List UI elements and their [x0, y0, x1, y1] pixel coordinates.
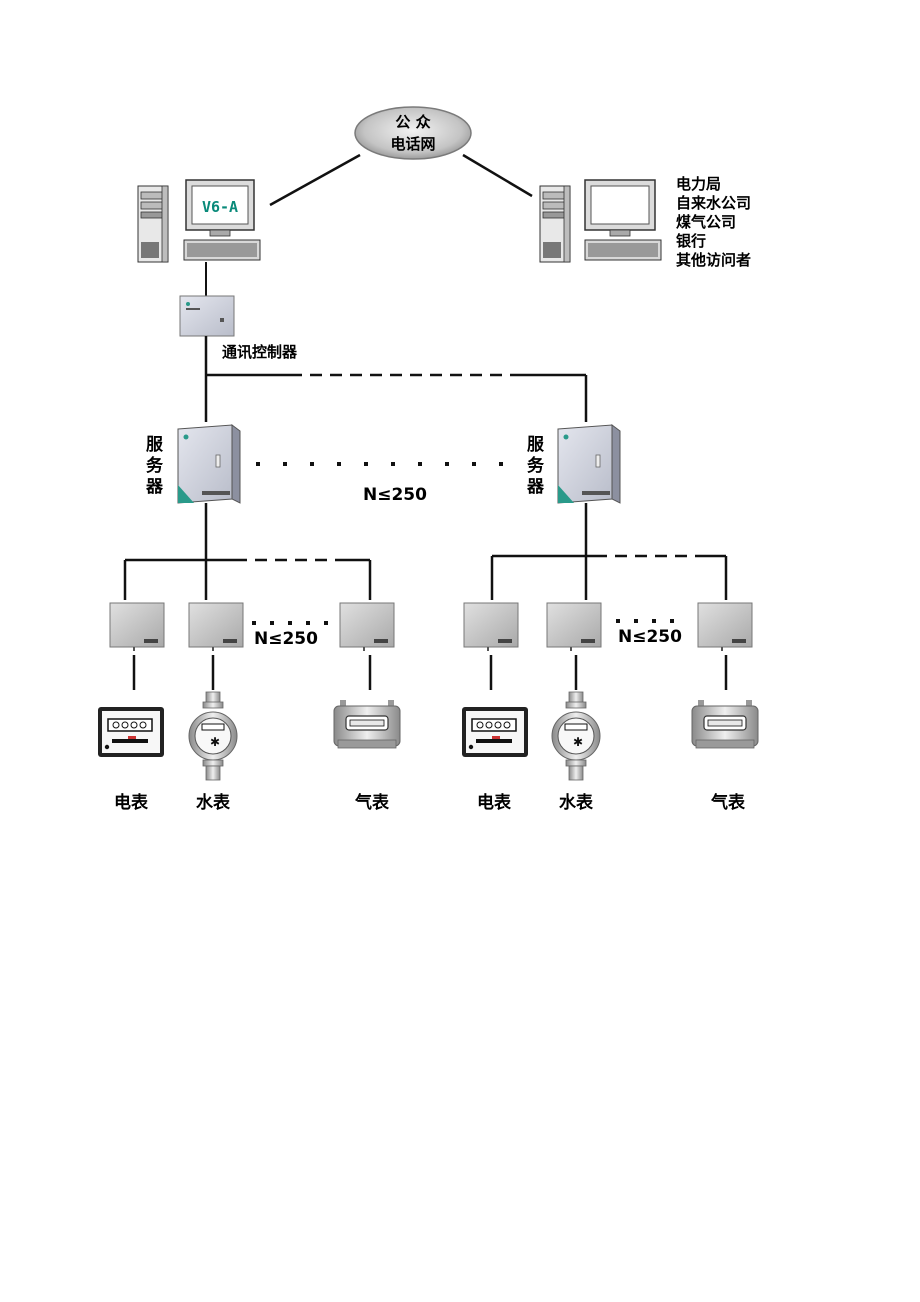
remote-pc [539, 179, 662, 263]
remote-user: 电力局 [676, 175, 721, 193]
monitor-screen-text: V6-A [202, 198, 238, 216]
remote-user: 其他访问者 [676, 251, 751, 269]
meter-labels-left: 电表 水表 气表 [114, 792, 390, 813]
gas-meter [333, 699, 401, 749]
server-label-char: 务 [146, 455, 164, 476]
collector-count-label-left: N≤250 [254, 629, 318, 649]
server-left-label: 服 务 器 [145, 435, 164, 497]
meter-labels-right: 电表 水表 气表 [477, 792, 746, 813]
controller-label: 通讯控制器 [222, 343, 298, 361]
server-count-label: N≤250 [363, 485, 427, 505]
server-label-char: 服 [146, 435, 164, 455]
network-links [269, 153, 533, 207]
electric-meter [461, 706, 529, 758]
meter-label: 电表 [477, 792, 512, 813]
collector-box [339, 602, 395, 652]
network-label-line2: 电话网 [390, 135, 435, 153]
server-right [557, 424, 621, 504]
meter-links [132, 655, 728, 690]
remote-users-list: 电力局 自来水公司 煤气公司 银行 其他访问者 [676, 175, 751, 269]
server-label-char: 器 [526, 477, 545, 497]
meter-label: 气表 [354, 792, 390, 813]
right-collector-bus [490, 503, 728, 600]
server-ellipsis [256, 462, 503, 466]
collector-box [546, 602, 602, 652]
collector-ellipsis-right [616, 619, 674, 623]
collector-box [109, 602, 165, 652]
collector-count-label-right: N≤250 [618, 627, 682, 647]
water-meter [188, 691, 238, 781]
remote-user: 银行 [676, 232, 706, 250]
server-label-char: 务 [527, 455, 545, 476]
server-right-label: 服 务 器 [526, 435, 545, 497]
collector-box [463, 602, 519, 652]
gas-meter [691, 699, 759, 749]
meter-label: 气表 [710, 792, 746, 813]
meter-label: 水表 [559, 792, 594, 813]
collector-ellipsis-left [252, 621, 328, 625]
meter-label: 电表 [114, 792, 149, 813]
meter-label: 水表 [196, 792, 231, 813]
water-meter [551, 691, 601, 781]
public-phone-network: 公 众 电话网 [354, 106, 472, 160]
electric-meter [97, 706, 165, 758]
remote-user: 煤气公司 [676, 213, 736, 231]
comm-controller [179, 295, 235, 337]
local-pc: V6-A [137, 179, 261, 263]
left-collector-bus [123, 503, 372, 600]
server-label-char: 器 [145, 477, 164, 497]
network-label-line1: 公 众 [395, 113, 430, 131]
collector-box [697, 602, 753, 652]
remote-user: 自来水公司 [676, 194, 751, 212]
server-label-char: 服 [527, 435, 545, 455]
controller-bus [204, 336, 588, 422]
server-left [177, 424, 241, 504]
collector-box [188, 602, 244, 652]
